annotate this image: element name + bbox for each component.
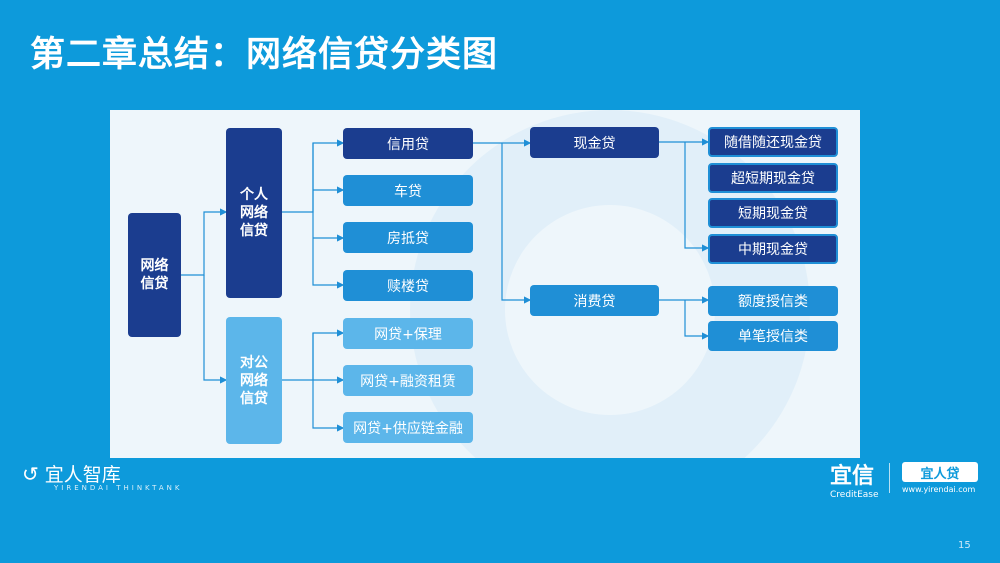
node-credit-line: 额度授信类 xyxy=(708,286,838,316)
yiren-logo-icon: ↺ xyxy=(22,461,39,486)
node-redemption-loan: 赎楼贷 xyxy=(343,270,473,301)
node-consumer-loan: 消费贷 xyxy=(530,285,659,316)
node-root: 网络信贷 xyxy=(128,213,181,337)
node-single-credit: 单笔授信类 xyxy=(708,321,838,351)
node-personal: 个人网络信贷 xyxy=(226,128,282,298)
node-credit-loan: 信用贷 xyxy=(343,128,473,159)
node-corporate: 对公网络信贷 xyxy=(226,317,282,444)
node-car-loan: 车贷 xyxy=(343,175,473,206)
brand-right-name: 宜信 xyxy=(830,464,875,489)
brand-right-sub: CreditEase xyxy=(830,490,879,500)
brand-left-name: 宜人智库 xyxy=(44,464,121,486)
node-cash-ultrashort: 超短期现金贷 xyxy=(708,163,838,193)
node-factoring: 网贷+保理 xyxy=(343,318,473,349)
node-leasing: 网贷+融资租赁 xyxy=(343,365,473,396)
brand-left-sub: YIRENDAI THINKTANK xyxy=(54,484,183,492)
page-title: 第二章总结：网络信贷分类图 xyxy=(30,35,499,75)
node-cash-flexible: 随借随还现金贷 xyxy=(708,127,838,157)
brand-left: ↺ 宜人智库 YIRENDAI THINKTANK xyxy=(22,460,179,493)
brand-right: 宜信 CreditEase xyxy=(830,458,879,500)
node-cash-short: 短期现金贷 xyxy=(708,198,838,228)
node-mortgage-loan: 房抵贷 xyxy=(343,222,473,253)
node-cash-loan: 现金贷 xyxy=(530,127,659,158)
yirendai-logo: 宜人贷 xyxy=(902,462,978,482)
node-cash-medium: 中期现金贷 xyxy=(708,234,838,264)
yirendai-url: www.yirendai.com xyxy=(902,485,976,494)
node-supply-chain: 网贷+供应链金融 xyxy=(343,412,473,443)
page-number: 15 xyxy=(958,540,971,551)
brand-divider xyxy=(889,463,890,493)
